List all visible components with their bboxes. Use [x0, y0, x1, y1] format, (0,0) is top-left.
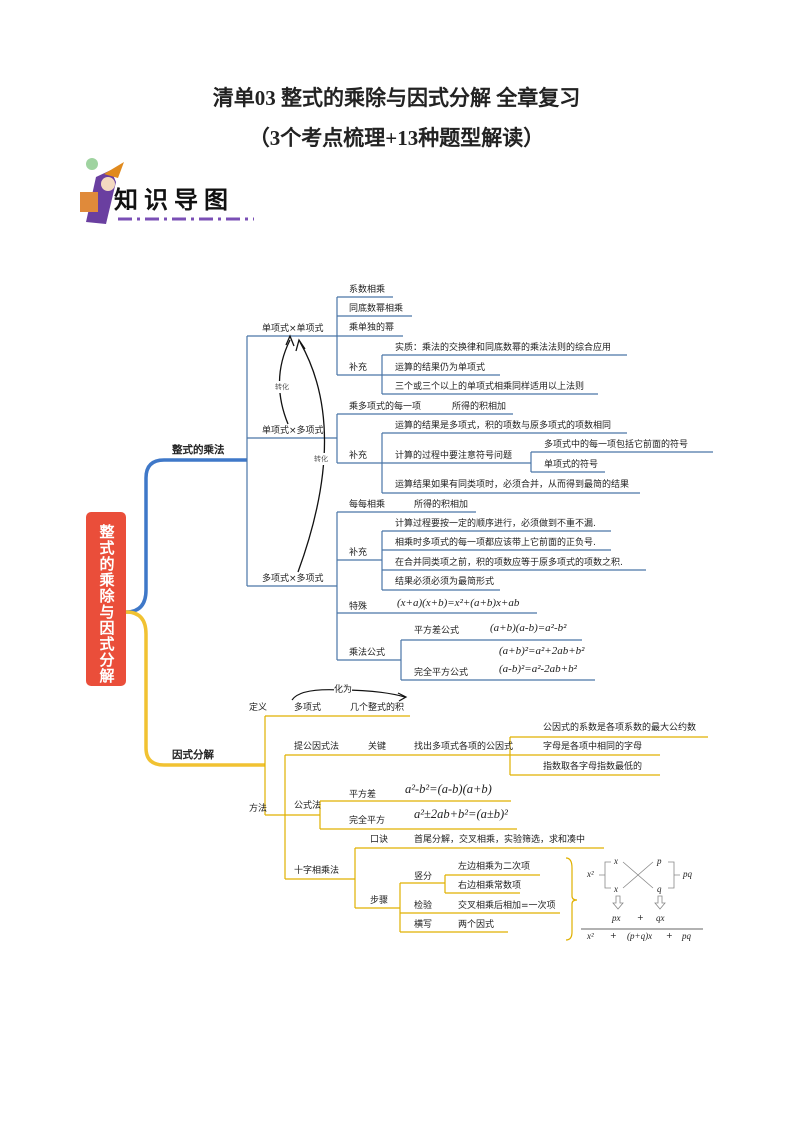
list-item: 平方差 — [349, 790, 377, 800]
node-factorization: 因式分解 — [172, 749, 214, 761]
list-item: 检验 — [414, 901, 433, 911]
list-item: 横写 — [414, 920, 433, 930]
formula-label: 乘法公式 — [349, 648, 386, 658]
diagram-term: px — [612, 913, 621, 923]
arrow-label: 化为 — [334, 684, 353, 696]
list-item: 完全平方 — [349, 816, 386, 826]
formula-label: 平方差公式 — [414, 626, 460, 636]
list-item: 指数取各字母指数最低的 — [543, 762, 643, 772]
diagram-term: (p+q)x — [627, 931, 653, 941]
diagram-term: q — [657, 884, 662, 894]
list-item: 单项式的符号 — [544, 460, 599, 470]
list-item: 运算的结果是多项式，积的项数与原多项式的项数相同 — [395, 421, 612, 431]
formula: (x+a)(x+b)=x²+(a+b)x+ab — [397, 597, 520, 609]
list-item: 乘单独的幂 — [349, 323, 395, 333]
list-item: 公因式的系数是各项系数的最大公约数 — [543, 723, 697, 733]
supplement-label: 补充 — [349, 451, 368, 461]
diagram-term: x² — [587, 869, 594, 879]
list-item: 右边相乘常数项 — [458, 881, 522, 891]
page-title: 清单03 整式的乘除与因式分解 全章复习 — [212, 86, 581, 110]
list-item: 所得的积相加 — [414, 500, 469, 510]
diagram-term: x² — [587, 931, 594, 941]
root-node: 整式的乘除与因式分解 — [86, 512, 126, 686]
node-common-factor: 提公因式法 — [294, 742, 340, 752]
list-item: 左边相乘为二次项 — [458, 862, 531, 872]
special-label: 特殊 — [349, 602, 368, 612]
formula: (a+b)²=a²+2ab+b² — [499, 645, 585, 657]
diagram-term: + — [666, 931, 673, 940]
formula: a²±2ab+b²=(a±b)² — [414, 807, 508, 821]
list-item: 两个因式 — [458, 920, 495, 930]
list-item: 多项式 — [294, 703, 322, 713]
branch-fact — [125, 610, 265, 767]
transform-label: 转化 — [275, 381, 289, 393]
list-item: 同底数幂相乘 — [349, 304, 404, 314]
list-item: 计算的过程中要注意符号问题 — [395, 451, 513, 461]
list-item: 乘多项式的每一项 — [349, 402, 422, 412]
list-item: 交叉相乘后相加=一次项 — [458, 901, 556, 911]
branch-mult — [125, 458, 247, 614]
list-item: 三个或三个以上的单项式相乘同样适用以上法则 — [395, 382, 585, 392]
list-item: 多项式中的每一项包括它前面的符号 — [544, 440, 689, 450]
formula: (a-b)²=a²-2ab+b² — [499, 663, 577, 675]
fact-lines — [264, 715, 708, 941]
transform-label: 转化 — [314, 453, 328, 465]
diagram-term: qx — [656, 913, 665, 923]
node-cross-multiplication: 十字相乘法 — [294, 866, 340, 876]
list-item: 几个整式的积 — [350, 703, 405, 713]
list-item: 在合并同类项之前，积的项数应等于原多项式的项数之积. — [395, 558, 623, 568]
cross-diagram-lines — [581, 861, 703, 930]
banner-title: 知识导图 — [114, 185, 234, 214]
node-poly-poly: 多项式×多项式 — [262, 574, 324, 584]
formula-label: 完全平方公式 — [414, 668, 469, 678]
list-item: 实质：乘法的交换律和同底数幂的乘法法则的综合应用 — [395, 343, 612, 353]
definition-label: 定义 — [249, 703, 268, 713]
list-item: 系数相乘 — [349, 285, 386, 295]
list-item: 竖分 — [414, 872, 433, 882]
node-mono-mono: 单项式×单项式 — [262, 324, 324, 334]
supplement-label: 补充 — [349, 363, 368, 373]
formula: (a+b)(a-b)=a²-b² — [490, 622, 567, 634]
diagram-term: + — [610, 931, 617, 940]
diagram-term: x — [614, 856, 618, 866]
mult-lines — [246, 296, 713, 681]
list-item: 结果必须必须为最简形式 — [395, 577, 495, 587]
node-multiplication: 整式的乘法 — [172, 444, 225, 456]
diagram-term: p — [657, 856, 662, 866]
diagram-term: pq — [682, 931, 691, 941]
list-item: 字母是各项中相同的字母 — [543, 742, 643, 752]
list-item: 相乘时多项式的每一项都应该带上它前面的正负号. — [395, 538, 596, 548]
node-formula-method: 公式法 — [294, 801, 322, 811]
list-item: 步骤 — [370, 896, 389, 906]
list-item: 所得的积相加 — [452, 402, 507, 412]
page-subtitle: （3个考点梳理+13种题型解读） — [248, 126, 545, 150]
supplement-label: 补充 — [349, 548, 368, 558]
list-item: 关键 — [368, 742, 387, 752]
method-label: 方法 — [249, 804, 268, 814]
list-item: 运算的结果仍为单项式 — [395, 363, 486, 373]
list-item: 口诀 — [370, 835, 389, 845]
list-item: 每每相乘 — [349, 500, 386, 510]
diagram-term: + — [637, 913, 644, 922]
diagram-term: pq — [683, 869, 692, 879]
list-item: 找出多项式各项的公因式 — [414, 742, 514, 752]
list-item: 计算过程要按一定的顺序进行，必须做到不重不漏. — [395, 519, 596, 529]
list-item: 首尾分解，交叉相乘，实验筛选，求和凑中 — [414, 835, 586, 845]
diagram-term: x — [614, 884, 618, 894]
node-mono-poly: 单项式×多项式 — [262, 426, 324, 436]
list-item: 运算结果如果有同类项时，必须合并，从而得到最简的结果 — [395, 480, 630, 490]
mind-map-banner: 知识导图 — [66, 152, 256, 227]
formula: a²-b²=(a-b)(a+b) — [405, 782, 492, 796]
wizard-mascot-icon — [80, 158, 254, 224]
